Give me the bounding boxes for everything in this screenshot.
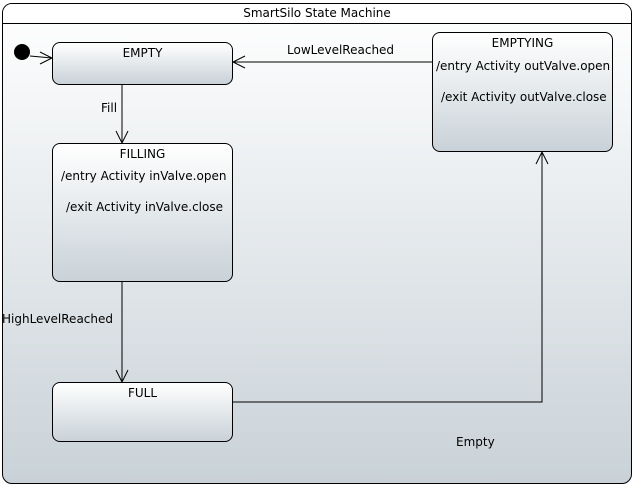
state-emptying: EMPTYING /entry Activity outValve.open /… (432, 32, 613, 152)
transition-label-low-level-reached: LowLevelReached (287, 43, 395, 57)
state-full-name: FULL (127, 386, 158, 400)
state-emptying-name: EMPTYING (491, 36, 554, 50)
empty-transition-arrowhead (535, 150, 549, 165)
transition-label-fill: Fill (101, 101, 118, 115)
transition-label-empty: Empty (456, 435, 495, 449)
state-emptying-entry-activity: /entry Activity outValve.open (436, 59, 611, 73)
state-machine-title-bar: SmartSilo State Machine (3, 4, 631, 24)
state-full: FULL (52, 382, 233, 442)
transition-label-high-level-reached: HighLevelReached (2, 312, 113, 326)
state-empty-name: EMPTY (122, 46, 163, 60)
empty-transition-line (232, 152, 543, 403)
initial-pseudostate (14, 44, 30, 60)
low-level-transition-arrowhead (231, 55, 246, 69)
state-emptying-exit-activity: /exit Activity outValve.close (441, 90, 607, 104)
state-filling-name: FILLING (119, 147, 166, 161)
state-filling: FILLING /entry Activity inValve.open /ex… (52, 143, 233, 282)
state-empty: EMPTY (52, 42, 233, 85)
state-machine-title: SmartSilo State Machine (243, 6, 391, 20)
state-filling-entry-activity: /entry Activity inValve.open (61, 169, 227, 183)
state-filling-exit-activity: /exit Activity inValve.close (66, 200, 223, 214)
initial-transition-line (29, 55, 53, 59)
